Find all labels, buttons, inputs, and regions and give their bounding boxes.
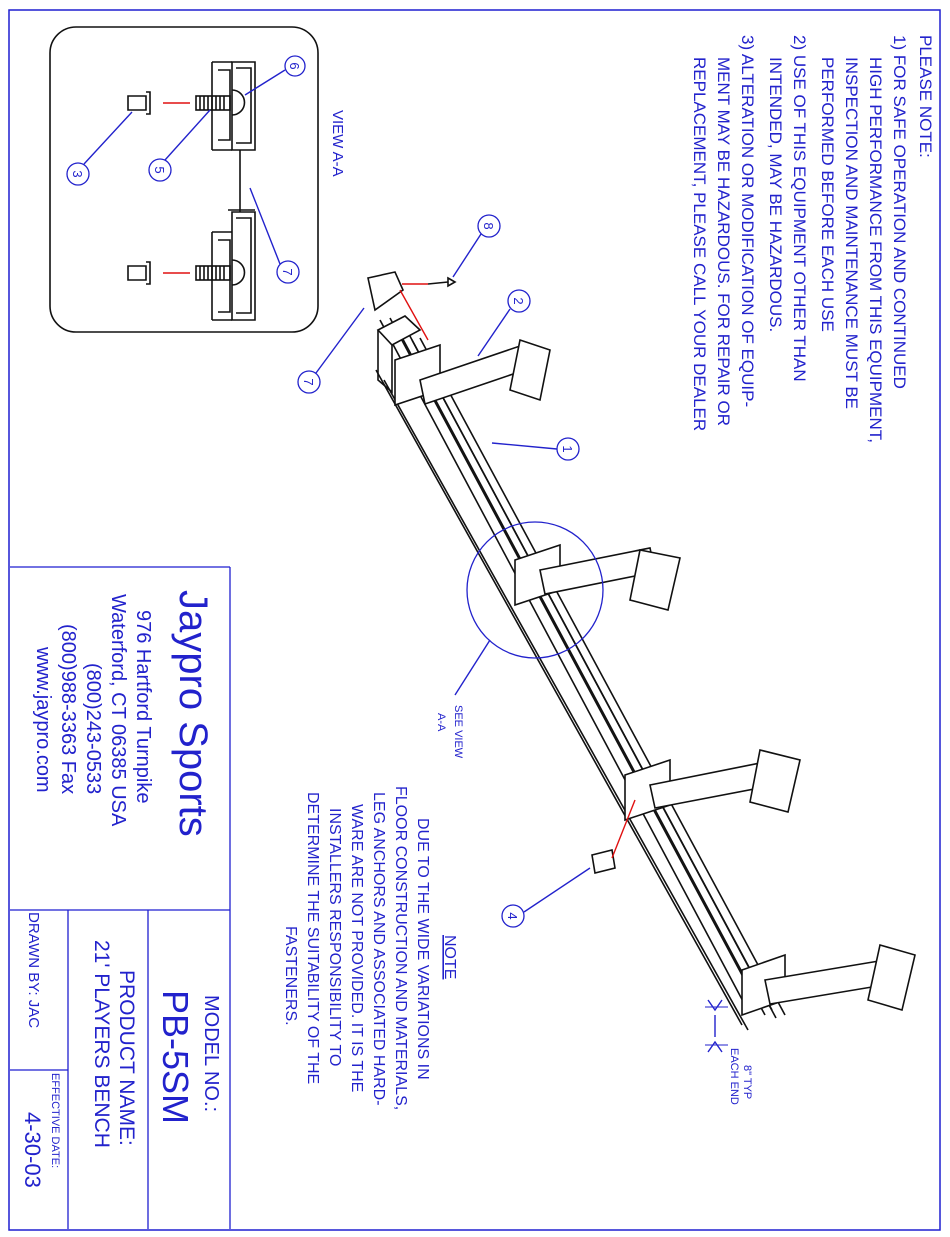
view-a-a-detail: VIEW A-A [49,26,346,333]
model-label: MODEL NO.: [200,995,222,1112]
install-note-heading: NOTE [441,935,458,979]
rail-profile [211,61,256,321]
bench-assembly: SEE VIEW A-A 8" TYP EACH END [367,271,916,1105]
svg-text:4: 4 [505,912,520,919]
svg-text:DUE TO THE WIDE VARIATIONS IN: DUE TO THE WIDE VARIATIONS IN [414,818,431,1080]
end-cap-7 [367,271,404,312]
bench-leg [624,749,801,822]
bench-leg [741,943,916,1017]
note-line: HIGH PERFORMANCE FROM THIS EQUIPMENT, [866,57,885,443]
svg-text:7: 7 [301,378,316,385]
detail-circle [466,521,604,659]
note-line: MENT MAY BE HAZARDOUS. FOR REPAIR OR [714,57,733,426]
svg-text:LEG ANCHORS AND ASSOCIATED HAR: LEG ANCHORS AND ASSOCIATED HARD- [370,792,387,1106]
note-line: PERFORMED BEFORE EACH USE [818,57,837,332]
note-line: 2) USE OF THIS EQUIPMENT OTHER THAN [790,35,809,382]
company-address2: Waterford, CT 06385 USA [107,594,129,827]
sheet-border [8,9,941,1231]
product-label: PRODUCT NAME: [115,970,138,1146]
effective-value: 4-30-03 [20,1112,45,1188]
callout-7: 7 [297,307,365,394]
note-line: 1) FOR SAFE OPERATION AND CONTINUED [890,35,909,389]
please-note-block: PLEASE NOTE: 1) FOR SAFE OPERATION AND C… [690,35,935,443]
svg-text:FLOOR CONSTRUCTION AND MATERIA: FLOOR CONSTRUCTION AND MATERIALS, [392,786,409,1110]
callout-2: 2 [477,289,531,357]
company-name: Jaypro Sports [171,590,215,837]
please-note-heading: PLEASE NOTE: [916,35,935,158]
title-block [10,566,231,1229]
note-line: INTENDED, MAY BE HAZARDOUS. [766,57,785,332]
bench-leg [394,338,551,407]
svg-text:FASTENERS.: FASTENERS. [282,926,299,1026]
leg-cap-4 [591,849,616,874]
bolt-5 [195,95,231,281]
svg-text:6: 6 [287,62,302,69]
note-line: REPLACEMENT, PLEASE CALL YOUR DEALER [690,57,709,431]
title-block-text: MODEL NO.: PB-5SM PRODUCT NAME: 21' PLAY… [20,912,222,1188]
see-view-ref: A-A [435,713,447,732]
dimension-label: 8" TYP [741,1065,753,1099]
svg-text:7: 7 [280,268,295,275]
dimension-arrow [707,999,723,1053]
callout-5: 5 [148,109,211,182]
drawn-by: DRAWN BY: JAC [25,912,42,1028]
install-note-body: DUE TO THE WIDE VARIATIONS IN FLOOR CONS… [282,786,431,1110]
company-address1: 976 Hartford Turnpike [132,610,154,803]
svg-text:WARE ARE NOT PROVIDED. IT IS T: WARE ARE NOT PROVIDED. IT IS THE [348,804,365,1092]
callout-1: 1 [491,437,580,461]
effective-label: EFFECTIVE DATE: [49,1073,61,1168]
callout-6: 6 [244,55,306,96]
svg-text:INSTALLERS RESPONSIBILITY TO: INSTALLERS RESPONSIBILITY TO [326,808,343,1066]
dimension-label-2: EACH END [728,1048,740,1105]
product-value: 21' PLAYERS BENCH [90,940,113,1148]
callout-8: 8 [452,214,501,278]
svg-text:3: 3 [70,170,85,177]
callout-3: 3 [66,111,133,186]
anchor-3 [127,91,151,285]
screw-8 [427,276,457,288]
company-block: Jaypro Sports 976 Hartford Turnpike Wate… [32,590,215,837]
callout-7-detail: 7 [249,187,300,284]
svg-text:2: 2 [511,297,526,304]
svg-text:DETERMINE THE SUITABILITY OF T: DETERMINE THE SUITABILITY OF THE [304,792,321,1084]
note-line: INSPECTION AND MAINTENANCE MUST BE [842,57,861,409]
install-note: NOTE [441,935,458,979]
model-value: PB-5SM [155,990,196,1124]
callout-4: 4 [501,867,591,928]
see-view-label: SEE VIEW [452,705,464,759]
company-fax: (800)988-3363 Fax [57,624,79,794]
svg-text:5: 5 [152,166,167,173]
bench-leg [514,543,681,611]
view-a-a-title: VIEW A-A [329,110,346,177]
svg-text:8: 8 [481,222,496,229]
note-line: 3) ALTERATION OR MODIFICATION OF EQUIP- [738,35,757,407]
see-view-leader [454,639,491,696]
company-web: www.jaypro.com [32,646,54,793]
svg-text:1: 1 [560,445,575,452]
company-phone: (800)243-0533 [82,663,104,794]
